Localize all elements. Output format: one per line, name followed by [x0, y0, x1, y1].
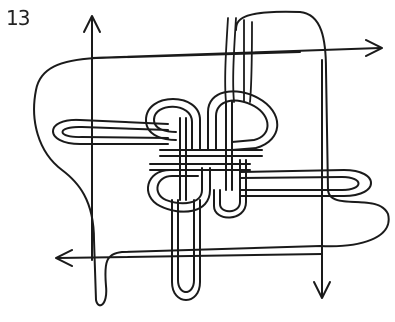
arrow-right [92, 40, 382, 58]
top-cord-strands [225, 18, 252, 102]
arrow-left [56, 250, 322, 266]
lower-right-ear [214, 160, 246, 218]
upper-right-ear [208, 91, 277, 150]
outer-loop-strand [34, 12, 389, 305]
upper-left-ear [146, 99, 200, 150]
right-loop [240, 170, 371, 196]
outer-loop-strand-inner [236, 12, 300, 30]
